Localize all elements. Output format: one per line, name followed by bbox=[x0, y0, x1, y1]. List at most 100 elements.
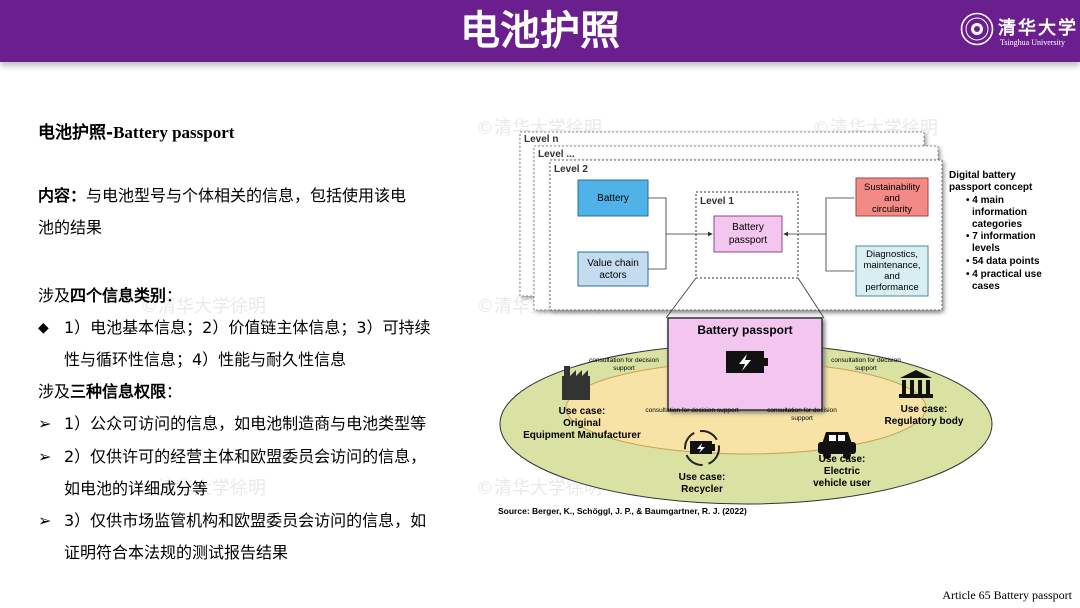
concept-item: levels bbox=[972, 243, 1000, 254]
categories-prefix: 涉及 bbox=[38, 286, 71, 305]
source-citation: Source: Berger, K., Schöggl, J. P., & Ba… bbox=[498, 506, 747, 516]
government-building-icon bbox=[899, 370, 933, 398]
ev-label: Use case: bbox=[819, 454, 866, 465]
level-1-label: Level 1 bbox=[700, 196, 734, 207]
battery-passport-small-label: Battery bbox=[732, 222, 764, 233]
sustainability-label: and bbox=[884, 193, 900, 204]
rights-list-item: ➢ 3）仅供市场监管机构和欧盟委员会访问的信息，如 证明符合本法规的测试报告结果 bbox=[38, 505, 478, 569]
consult-label: consultation for decision bbox=[831, 357, 901, 364]
category-item-text: 1）电池基本信息；2）价值链主体信息；3）可持续 性与循环性信息；4）性能与耐久… bbox=[64, 312, 474, 376]
rights-suffix: ： bbox=[166, 382, 183, 401]
oem-label: Use case: bbox=[559, 406, 606, 417]
connector-line bbox=[648, 197, 713, 237]
subtitle-en: Battery passport bbox=[113, 123, 235, 142]
recycler-label: Use case: bbox=[679, 472, 726, 483]
concept-item: • 7 information bbox=[966, 231, 1036, 242]
oem-label: Equipment Manufacturer bbox=[523, 430, 641, 441]
categories-bold: 四个信息类别 bbox=[70, 286, 167, 305]
subtitle-cn: 电池护照- bbox=[38, 123, 114, 143]
sustainability-box bbox=[855, 177, 929, 217]
recycler-label: Recycler bbox=[681, 484, 723, 495]
recycle-battery-icon bbox=[684, 430, 720, 466]
rights-item-2-line2: 如电池的详细成分等 bbox=[64, 479, 209, 498]
battery-passport-small-label: passport bbox=[729, 235, 768, 246]
consult-label: consultation for decision bbox=[767, 407, 837, 414]
consult-label: consultation for decision support bbox=[645, 407, 738, 414]
battery-charge-icon bbox=[726, 351, 768, 373]
logo-name-cn: 清华大学 bbox=[998, 18, 1078, 39]
diagnostics-label: maintenance, bbox=[863, 260, 920, 271]
tsinghua-logo: 清华大学 Tsinghua University bbox=[960, 12, 1080, 52]
arrow-bullet-icon: ➢ bbox=[38, 414, 52, 433]
category-item-line1: 1）电池基本信息；2）价值链主体信息；3）可持续 bbox=[64, 318, 431, 337]
concept-title: Digital battery bbox=[949, 170, 1016, 181]
content-label: 内容： bbox=[38, 186, 87, 205]
battery-passport-big-box bbox=[667, 317, 823, 411]
battery-passport-big-label: Battery passport bbox=[697, 323, 792, 337]
ev-label: vehicle user bbox=[813, 478, 871, 489]
category-list-item: ◆ 1）电池基本信息；2）价值链主体信息；3）可持续 性与循环性信息；4）性能与… bbox=[38, 312, 478, 376]
tsinghua-seal-icon bbox=[960, 12, 994, 46]
content-paragraph: 内容：与电池型号与个体相关的信息，包括使用该电 池的结果 bbox=[38, 180, 478, 244]
sustainability-label: Sustainability bbox=[864, 182, 920, 193]
regulatory-label: Use case: bbox=[901, 404, 948, 415]
rights-item-3-line1: 3）仅供市场监管机构和欧盟委员会访问的信息，如 bbox=[64, 511, 427, 530]
article-footer: Article 65 Battery passport bbox=[942, 588, 1072, 602]
battery-passport-diagram: Level n Level ... Level 2 Battery Value … bbox=[498, 131, 1042, 516]
battery-passport-small-box bbox=[713, 215, 783, 253]
concept-title: passport concept bbox=[949, 182, 1033, 193]
value-chain-label: Value chain bbox=[587, 258, 639, 269]
rights-item-2-line1: 2）仅供许可的经营主体和欧盟委员会访问的信息， bbox=[64, 447, 427, 466]
consult-label: support bbox=[613, 365, 635, 372]
concept-item: • 4 main bbox=[966, 195, 1004, 206]
connector-line bbox=[825, 234, 854, 272]
sustainability-label: circularity bbox=[872, 204, 912, 215]
section-subtitle: 电池护照-Battery passport bbox=[38, 118, 234, 143]
diagnostics-label: performance bbox=[865, 282, 918, 293]
rights-item-1: 1）公众可访问的信息，如电池制造商与电池类型等 bbox=[64, 414, 427, 433]
rights-list-item: ➢ 1）公众可访问的信息，如电池制造商与电池类型等 bbox=[38, 408, 478, 440]
rights-item-3-line2: 证明符合本法规的测试报告结果 bbox=[64, 543, 289, 562]
factory-icon bbox=[562, 366, 590, 400]
level-2-label: Level 2 bbox=[554, 164, 588, 175]
value-chain-label: actors bbox=[599, 270, 626, 281]
consult-label: support bbox=[855, 365, 877, 372]
rights-bold: 三种信息权限 bbox=[70, 382, 167, 401]
consult-label: support bbox=[791, 415, 813, 422]
concept-item: information bbox=[972, 207, 1027, 218]
content-line2: 池的结果 bbox=[38, 218, 103, 237]
categories-suffix: ： bbox=[166, 286, 183, 305]
categories-heading: 涉及四个信息类别： bbox=[38, 280, 182, 312]
arrow-bullet-icon: ➢ bbox=[38, 511, 52, 530]
rights-item-3: 3）仅供市场监管机构和欧盟委员会访问的信息，如 证明符合本法规的测试报告结果 bbox=[64, 505, 474, 569]
diagnostics-box bbox=[855, 245, 929, 297]
concept-item: • 54 data points bbox=[966, 256, 1040, 267]
funnel-line bbox=[797, 277, 825, 319]
rights-item-2: 2）仅供许可的经营主体和欧盟委员会访问的信息， 如电池的详细成分等 bbox=[64, 441, 474, 505]
level-n-label: Level n bbox=[524, 134, 558, 145]
concept-item: cases bbox=[972, 281, 1000, 292]
regulatory-label: Regulatory body bbox=[885, 416, 964, 427]
oem-label: Original bbox=[563, 418, 601, 429]
category-item-line2: 性与循环性信息；4）性能与耐久性信息 bbox=[64, 350, 347, 369]
level-dots-label: Level ... bbox=[538, 149, 575, 160]
ev-label: Electric bbox=[824, 466, 861, 477]
concept-item: categories bbox=[972, 219, 1022, 230]
electric-car-icon bbox=[818, 432, 856, 459]
funnel-line bbox=[665, 277, 697, 319]
title-bar: 电池护照 清华大学 Tsinghua University bbox=[0, 0, 1080, 62]
page-title: 电池护照 bbox=[460, 8, 620, 54]
diamond-bullet-icon: ◆ bbox=[38, 320, 49, 336]
logo-name-en: Tsinghua University bbox=[1000, 38, 1065, 47]
arrow-bullet-icon: ➢ bbox=[38, 447, 52, 466]
rights-prefix: 涉及 bbox=[38, 382, 71, 401]
connector-line bbox=[783, 197, 854, 237]
diagnostics-label: Diagnostics, bbox=[866, 249, 918, 260]
battery-box-label: Battery bbox=[597, 193, 629, 204]
diagnostics-label: and bbox=[884, 271, 900, 282]
content-line1: 与电池型号与个体相关的信息，包括使用该电 bbox=[86, 186, 407, 205]
concept-item: • 4 practical use bbox=[966, 269, 1042, 280]
rights-list-item: ➢ 2）仅供许可的经营主体和欧盟委员会访问的信息， 如电池的详细成分等 bbox=[38, 441, 478, 505]
rights-heading: 涉及三种信息权限： bbox=[38, 376, 182, 408]
connector-line bbox=[648, 234, 667, 270]
